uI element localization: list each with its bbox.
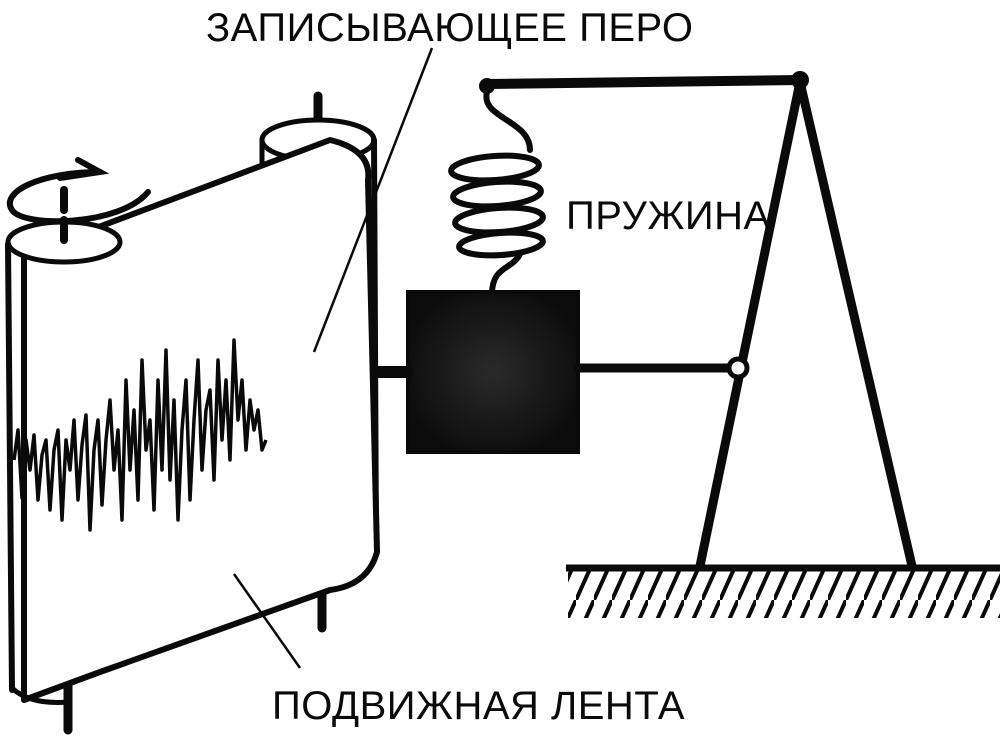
spring-label: ПРУЖИНА <box>566 194 771 238</box>
recording-pen-label: ЗАПИСЫВАЮЩЕЕ ПЕРО <box>206 6 694 50</box>
seismogram-trace <box>12 338 268 532</box>
rod-pivot <box>726 356 750 380</box>
top-pivot <box>791 71 809 89</box>
mass-block <box>406 290 580 454</box>
support-frame <box>482 75 917 571</box>
leader-lines <box>232 47 434 669</box>
moving-tape-label: ПОДВИЖНАЯ ЛЕНТА <box>272 684 686 728</box>
hook-pivot <box>479 78 495 94</box>
ground <box>566 564 1000 618</box>
rotation-arrow-icon <box>7 157 151 225</box>
spring <box>448 89 546 297</box>
